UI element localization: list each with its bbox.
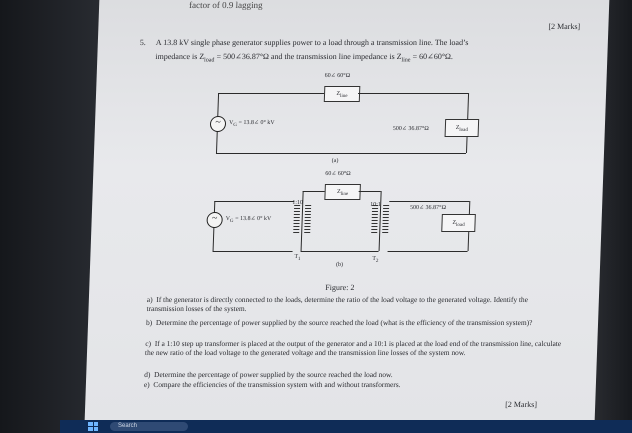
marks-top: [2 Marks] [548,22,581,31]
taskbar: Search [60,420,632,433]
question-item-e: e) Compare the efficiencies of the trans… [143,380,401,389]
fig-b-wire-src-bottom [212,251,293,252]
question-line-2: impedance is Zload = 500∠36.87°Ω and the… [155,52,454,64]
windows-start-icon[interactable] [88,422,98,431]
fig-a-load-impedance: 500∠ 36.87°Ω [392,126,429,132]
fig-b-wire-a [302,191,325,192]
fig-b-caption: (b) [335,262,344,268]
fig-a-zload-box: Zload [444,119,480,137]
fig-a-ac-source-icon: ~ [209,116,227,132]
fig-b-t1-coil-2 [304,205,312,235]
document-page: factor of 0.9 lagging [2 Marks] 5. A 13.… [84,0,610,420]
question-line-1: A 13.8 kV single phase generator supplie… [155,38,469,47]
fig-a-wire-top-left [218,93,325,94]
question-item-d: d) Determine the percentage of power sup… [144,370,393,379]
fig-b-zload-box: Zload [441,214,476,232]
fig-b-wire-load-top [389,201,470,202]
fig-b-wire-src-top [214,201,295,202]
fig-b-ac-source-icon: ~ [206,212,223,228]
fig-b-t1-coil-1 [293,205,301,235]
fig-b-t1-label: T1 [294,254,301,263]
fig-b-wire-load-bottom [387,251,468,252]
question-number: 5. [139,38,147,47]
fig-a-caption: (a) [331,158,339,164]
fig-b-load-impedance: 500∠ 36.87°Ω [409,205,447,211]
fig-b-wire-b [358,191,381,192]
top-cut-text: factor of 0.9 lagging [188,0,263,10]
question-item-c: c) If a 1:10 step up transformer is plac… [144,339,562,357]
fig-b-t2-coil-2 [382,205,390,235]
marks-bottom: [2 Marks] [505,400,538,409]
fig-a-wire-bottom [215,153,466,154]
fig-b-t2-coil-1 [371,205,379,235]
fig-a-source-label: VG = 13.8∠ 0° kV [228,120,275,129]
fig-b-source-label: VG = 13.8∠ 0° kV [225,216,272,225]
fig-b-wire-d [378,191,382,251]
fig-a-line-impedance: 60∠ 60°Ω [324,73,351,79]
fig-b-t2-label: T2 [372,256,379,265]
question-item-a: a) If the generator is directly connecte… [146,295,529,313]
fig-a-zline-box: Zline [323,86,361,102]
fig-a-wire-top-right [358,93,469,94]
question-item-b: b) Determine the percentage of power sup… [145,318,533,327]
fig-b-zline-box: Zline [324,184,361,200]
taskbar-search-input[interactable]: Search [110,422,188,431]
fig-b-line-impedance: 60∠ 60°Ω [325,171,351,177]
figure-label: Figure: 2 [325,283,355,292]
fig-b-wire-e [300,251,379,252]
